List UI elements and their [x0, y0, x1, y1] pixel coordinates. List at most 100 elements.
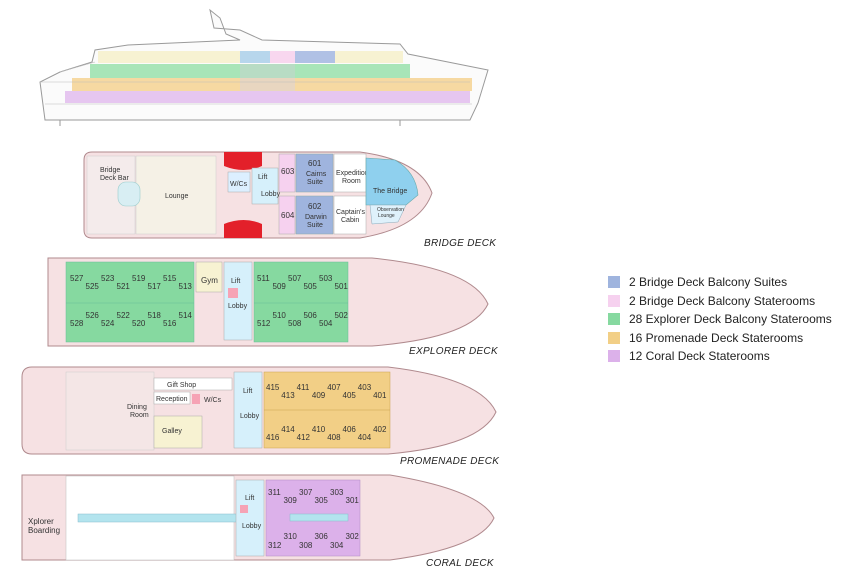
- suite-601-line1: Cairns: [306, 171, 327, 178]
- explorer-aft-cabins: [65, 261, 195, 343]
- explorer-deck-plan: Gym Lift Lobby 527525523521519517515513 …: [47, 257, 499, 357]
- explorer-lobby-label: Lobby: [228, 303, 248, 310]
- legend-swatch: [608, 276, 620, 289]
- cabin-603: [278, 153, 296, 193]
- suite-601-number: 601: [308, 159, 322, 168]
- suite-601-line2: Suite: [307, 179, 323, 186]
- cabin-501: 501: [335, 282, 349, 291]
- bridge-deck-title: BRIDGE DECK: [424, 238, 497, 249]
- cabin-526: 526: [86, 311, 100, 320]
- cabin-307: 307: [299, 488, 313, 497]
- coral-lift-label: Lift: [245, 495, 254, 502]
- bridge-deck-bar-label-2: Deck Bar: [100, 175, 129, 182]
- expedition-line2: Room: [342, 178, 361, 185]
- cabin-402: 402: [373, 425, 387, 434]
- legend-item: 28 Explorer Deck Balcony Staterooms: [608, 310, 832, 329]
- legend-swatch: [608, 350, 620, 363]
- gift-shop-label: Gift Shop: [167, 382, 196, 389]
- cabin-507: 507: [288, 274, 302, 283]
- bridge-wcs-label: W/Cs: [230, 181, 248, 188]
- bridge-deck-plan: Bridge Deck Bar Lounge W/Cs Lift Lobby 6…: [83, 151, 497, 249]
- the-bridge-room: [365, 157, 419, 206]
- cabin-401: 401: [373, 391, 387, 400]
- dining-line1: Dining: [127, 404, 147, 411]
- suite-602-line2: Suite: [307, 222, 323, 229]
- legend-label: 16 Promenade Deck Staterooms: [629, 330, 804, 345]
- the-bridge-label: The Bridge: [373, 188, 407, 195]
- legend-label: 2 Bridge Deck Balcony Suites: [629, 275, 788, 290]
- dining-area: [65, 371, 155, 451]
- explorer-deck-title: EXPLORER DECK: [409, 346, 499, 357]
- cabin-524: 524: [101, 319, 115, 328]
- cabin-506: 506: [304, 311, 318, 320]
- lounge-area: [135, 155, 217, 235]
- suite-601: [295, 153, 334, 193]
- cabin-512: 512: [257, 319, 271, 328]
- bridge-lobby-label: Lobby: [261, 191, 281, 198]
- captain-line2: Cabin: [341, 217, 359, 224]
- boarding-line2: Boarding: [28, 526, 60, 535]
- cabin-407: 407: [327, 383, 341, 392]
- cabin-503: 503: [319, 274, 333, 283]
- coral-deck-title: CORAL DECK: [426, 558, 495, 569]
- coral-lobby-label: Lobby: [242, 523, 262, 530]
- observation-line1: Observation: [377, 207, 404, 213]
- cabin-604: [278, 195, 296, 235]
- cabin-525: 525: [86, 282, 100, 291]
- promenade-deck-plan: Dining Room Gift Shop Reception W/Cs Gal…: [21, 366, 500, 467]
- cabin-527: 527: [70, 274, 84, 283]
- cabin-404: 404: [358, 433, 372, 442]
- legend-item: 2 Bridge Deck Balcony Staterooms: [608, 292, 832, 311]
- cabin-415: 415: [266, 383, 280, 392]
- cabin-408: 408: [327, 433, 341, 442]
- cabin-302: 302: [346, 532, 360, 541]
- gym-label: Gym: [201, 276, 218, 285]
- observation-line2: Lounge: [378, 213, 395, 219]
- legend-item: 12 Coral Deck Staterooms: [608, 347, 832, 366]
- cabin-409: 409: [312, 391, 326, 400]
- dining-line2: Room: [130, 412, 149, 419]
- cabin-309: 309: [284, 496, 298, 505]
- cabin-510: 510: [273, 311, 287, 320]
- promenade-wcs-label: W/Cs: [204, 397, 222, 404]
- legend-label: 28 Explorer Deck Balcony Staterooms: [629, 312, 832, 327]
- cabin-308: 308: [299, 541, 313, 550]
- cabin-517: 517: [148, 282, 162, 291]
- cabin-301: 301: [346, 496, 360, 505]
- expedition-line1: Expedition: [336, 170, 369, 177]
- cabin-414: 414: [281, 425, 295, 434]
- galley-label: Galley: [162, 428, 182, 435]
- cabin-511: 511: [257, 274, 270, 283]
- bridge-lift-label: Lift: [258, 174, 267, 181]
- cabin-305: 305: [315, 496, 329, 505]
- promenade-lobby-label: Lobby: [240, 413, 260, 420]
- lifeboat-top: [224, 152, 262, 170]
- coral-deck-plan: Xplorer Boarding Lift Lobby 311309307305…: [21, 474, 495, 569]
- cabin-413: 413: [281, 391, 295, 400]
- explorer-fwd-cabins: [253, 261, 349, 343]
- promenade-deck-title: PROMENADE DECK: [400, 456, 500, 467]
- lounge-label: Lounge: [165, 193, 188, 200]
- cabin-519: 519: [132, 274, 146, 283]
- cabin-304: 304: [330, 541, 344, 550]
- cabin-405: 405: [343, 391, 357, 400]
- cabin-505: 505: [304, 282, 318, 291]
- cabin-502: 502: [335, 311, 349, 320]
- cabin-509: 509: [273, 282, 287, 291]
- legend-swatch: [608, 294, 620, 307]
- cabin-523: 523: [101, 274, 115, 283]
- cabin-416: 416: [266, 433, 280, 442]
- cabin-528: 528: [70, 319, 84, 328]
- cabin-516: 516: [163, 319, 177, 328]
- cabin-514: 514: [179, 311, 193, 320]
- legend-label: 2 Bridge Deck Balcony Staterooms: [629, 293, 816, 308]
- explorer-lift-label: Lift: [231, 278, 240, 285]
- bridge-deck-bar-label-1: Bridge: [100, 167, 120, 174]
- cabin-310: 310: [284, 532, 298, 541]
- suite-602-line1: Darwin: [305, 214, 327, 221]
- cabin-306: 306: [315, 532, 329, 541]
- reception-label: Reception: [156, 396, 188, 403]
- legend-swatch: [608, 331, 620, 344]
- cabin-604-label: 604: [281, 211, 295, 220]
